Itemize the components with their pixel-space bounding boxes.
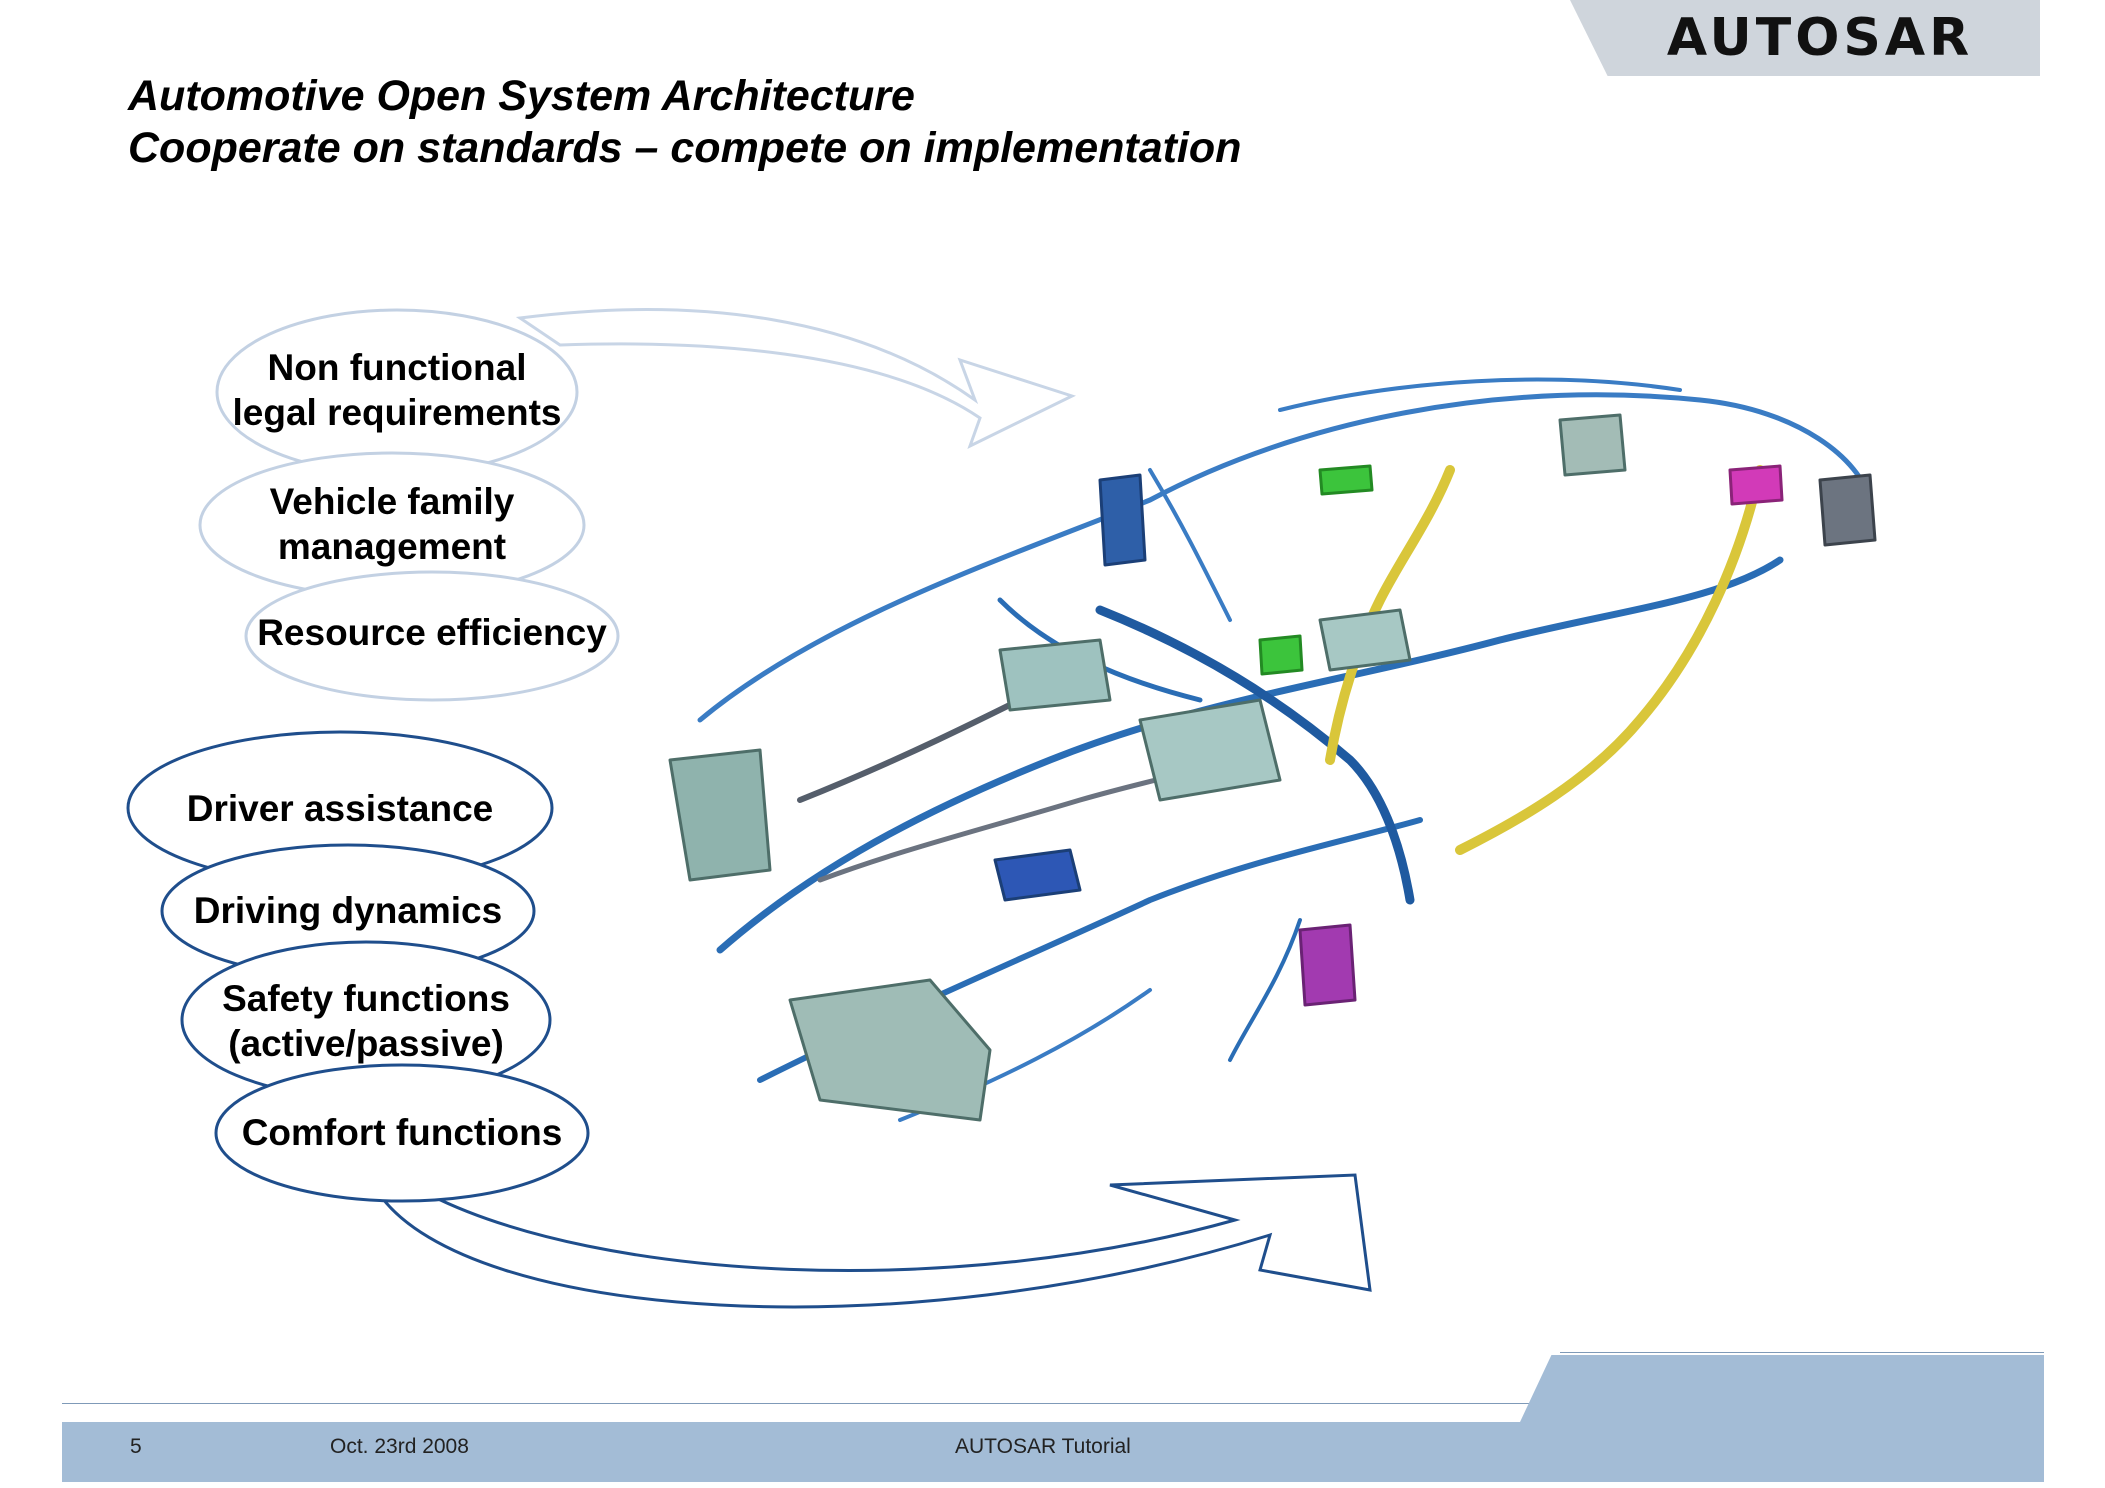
label-comfort-functions: Comfort functions xyxy=(241,1112,563,1153)
label-safety-functions-line1: Safety functions xyxy=(222,978,510,1019)
car-wiring-harness-illustration xyxy=(668,377,1877,1122)
label-non-functional: Non functional legal requirements xyxy=(217,345,577,435)
title-line-1: Automotive Open System Architecture xyxy=(128,72,915,120)
top-arrow xyxy=(515,308,1076,449)
bottom-arrow xyxy=(377,1173,1372,1309)
ellipse-resource-efficiency xyxy=(244,570,620,702)
label-non-functional-line1: Non functional xyxy=(267,347,527,388)
footer-presentation-name: AUTOSAR Tutorial xyxy=(955,1435,1131,1458)
slide-title: Automotive Open System Architecture Coop… xyxy=(128,70,1241,174)
footer-divider-right xyxy=(1560,1352,2044,1353)
footer-page-number: 5 xyxy=(130,1435,142,1458)
label-non-functional-line2: legal requirements xyxy=(232,392,562,433)
ellipse-comfort-functions xyxy=(214,1063,590,1203)
footer-divider xyxy=(62,1403,1532,1404)
footer-tab xyxy=(1520,1355,2044,1422)
label-resource-efficiency: Resource efficiency xyxy=(257,612,607,653)
title-line-2: Cooperate on standards – compete on impl… xyxy=(128,124,1242,172)
logo-text: AUTOSAR xyxy=(1666,8,1974,68)
autosar-logo: AUTOSAR xyxy=(1570,0,2040,76)
label-driver-assistance: Driver assistance xyxy=(186,788,494,829)
footer-bar xyxy=(62,1422,2044,1482)
label-safety-functions-line2: (active/passive) xyxy=(228,1023,504,1064)
footer-date: Oct. 23rd 2008 xyxy=(330,1435,469,1458)
label-vehicle-family-line1: Vehicle family xyxy=(269,481,515,522)
label-driving-dynamics: Driving dynamics xyxy=(193,890,503,931)
label-safety-functions: Safety functions (active/passive) xyxy=(176,976,556,1066)
label-vehicle-family: Vehicle family management xyxy=(212,479,572,569)
label-vehicle-family-line2: management xyxy=(277,526,507,567)
